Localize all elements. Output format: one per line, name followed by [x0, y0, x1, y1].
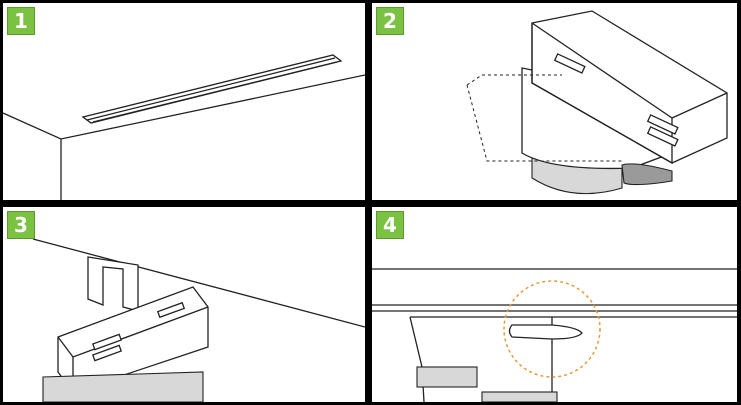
step-number: 1	[14, 9, 28, 33]
contact-slot-2	[91, 344, 123, 362]
step-number: 3	[14, 213, 28, 237]
track-slot	[86, 57, 336, 121]
lock-lever	[621, 163, 673, 186]
adapter-insert-drawing	[32, 238, 365, 402]
callout-line-lower	[466, 84, 622, 162]
lock-lever	[508, 324, 583, 340]
highlight-circle	[503, 280, 601, 378]
step-badge-2: 2	[376, 7, 404, 35]
adapter-base	[42, 371, 204, 402]
panel-4: 4	[372, 207, 737, 402]
contact-slot-1	[91, 333, 123, 351]
panel-3: 3	[3, 207, 365, 402]
ceiling-edge	[3, 74, 365, 140]
step-number: 2	[383, 9, 397, 33]
contact-slot-upper	[553, 53, 586, 74]
callout-line-upper	[466, 74, 562, 86]
adapter-left-edge	[409, 316, 425, 402]
adapter-closeup-drawing	[466, 10, 728, 195]
contact-slot-3	[156, 301, 186, 319]
panel-2: 2	[372, 3, 737, 200]
step-badge-4: 4	[376, 211, 404, 239]
adapter-base	[416, 366, 478, 388]
step-badge-1: 1	[7, 7, 35, 35]
step-badge-3: 3	[7, 211, 35, 239]
panel-1: 1	[3, 3, 365, 200]
lock-lever-drawing	[372, 268, 737, 402]
contact-slot-right-2	[646, 126, 679, 147]
step-number: 4	[383, 213, 397, 237]
contact-slot-right-1	[646, 114, 679, 135]
ceiling-track-drawing	[3, 54, 365, 200]
track-profile	[87, 256, 139, 312]
ceiling-line	[32, 238, 365, 328]
